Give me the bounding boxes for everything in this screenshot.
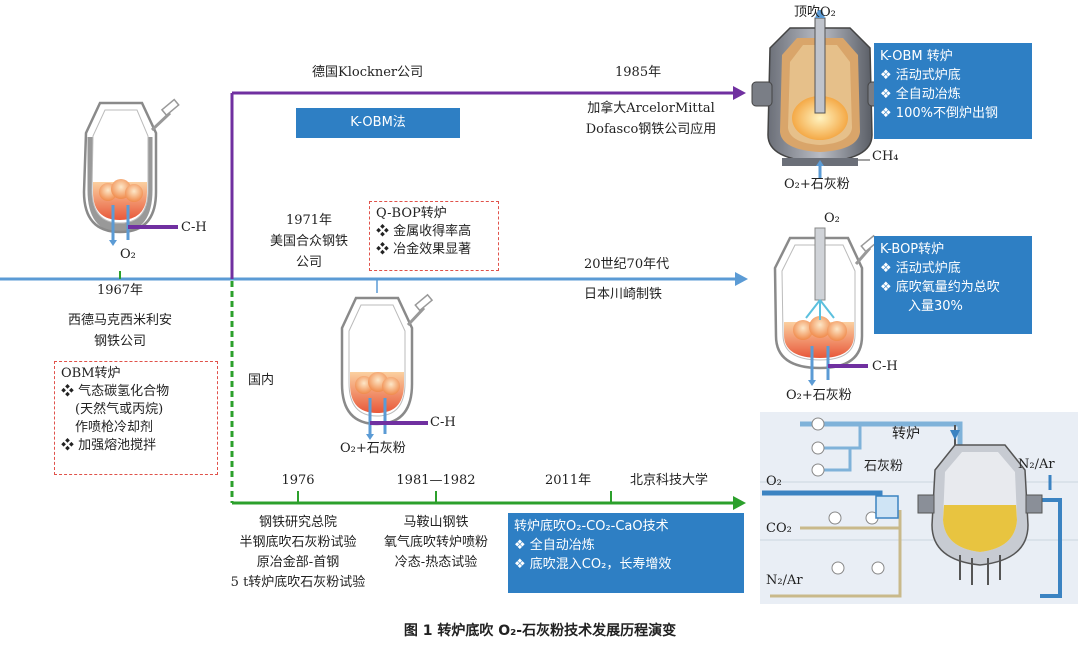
- text-1976-line: 半钢底吹石灰粉试验: [239, 535, 357, 550]
- qbop-box-title: Q-BOP转炉: [376, 206, 447, 221]
- kbop-box-item: ❖ 底吹氧量约为总吹: [880, 280, 1000, 295]
- text-1981-line: 冷态-热态试验: [394, 555, 478, 570]
- kbop-box-item: ❖ 活动式炉底: [880, 261, 961, 276]
- ustb-label: 北京科技大学: [630, 473, 709, 488]
- year-1981-1982: 1981—1982: [396, 473, 476, 488]
- kobm-box-item: ❖ 活动式炉底: [880, 68, 961, 83]
- year-1971: 1971年: [285, 213, 333, 228]
- maximilian-company-line2: 钢铁公司: [93, 334, 146, 349]
- kbop-bottom-label: O₂+石灰粉: [786, 388, 852, 403]
- kobm-info-box: K-OBM 转炉 ❖ 活动式炉底 ❖ 全自动冶炼 ❖ 100%不倒炉出钢: [874, 43, 1032, 139]
- schematic-co2-label: CO₂: [766, 521, 792, 536]
- us-steel-line1: 美国合众钢铁: [269, 234, 348, 249]
- year-1976: 1976: [281, 473, 315, 488]
- text-1981-line: 马鞍山钢铁: [403, 515, 469, 530]
- qbop-box-item: ❖ 金属收得率高: [376, 224, 472, 239]
- kbop-info-box: K-BOP转炉 ❖ 活动式炉底 ❖ 底吹氧量约为总吹 入量30%: [874, 236, 1032, 334]
- arcelormittal-line1: 加拿大ArcelorMittal: [587, 101, 715, 116]
- qbop-info-box: Q-BOP转炉 ❖ 金属收得率高 ❖ 冶金效果显著: [369, 201, 499, 271]
- ustb-box-title: 转炉底吹O₂-CO₂-CaO技术: [514, 519, 669, 534]
- kobm-top-o2-label: 顶吹O₂: [794, 5, 836, 20]
- figure-caption: 图 1 转炉底吹 O₂-石灰粉技术发展历程演变: [403, 623, 677, 639]
- domestic-label: 国内: [248, 373, 275, 388]
- kobm-box-item: ❖ 全自动冶炼: [880, 87, 961, 102]
- kobm-ch4-label: CH₄: [872, 149, 899, 164]
- text-1981-line: 氧气底吹转炉喷粉: [383, 535, 488, 550]
- text-1976-line: 钢铁研究总院: [258, 515, 337, 530]
- us-steel-line2: 公司: [295, 255, 322, 270]
- schematic-n2ar-left: N₂/Ar: [766, 573, 803, 588]
- main-timeline: [0, 271, 748, 293]
- obm-box-item: ❖ 加强熔池搅拌: [61, 438, 157, 453]
- klockner-company: 德国Klockner公司: [312, 65, 424, 80]
- obm-box-item: (天然气或丙烷): [75, 402, 164, 417]
- kobm-furnace-illustration: [751, 10, 889, 178]
- schematic-furnace-label: 转炉: [892, 426, 920, 442]
- obm-box-item: ❖ 气态碳氢化合物: [61, 384, 170, 399]
- year-2011: 2011年: [545, 473, 592, 488]
- kbop-box-title: K-BOP转炉: [880, 242, 945, 257]
- arcelormittal-line2: Dofasco钢铁公司应用: [585, 122, 717, 137]
- ustb-box-item: ❖ 底吹混入CO₂，长寿增效: [514, 557, 672, 572]
- kobm-method-label: K-OBM法: [296, 108, 460, 138]
- year-1985: 1985年: [615, 65, 662, 80]
- qbop-ch-label: C-H: [430, 415, 456, 430]
- kobm-bottom-label: O₂+石灰粉: [784, 177, 850, 192]
- qbop-furnace-illustration: [340, 293, 434, 440]
- maximilian-company-line1: 西德马克西米利安: [67, 313, 172, 328]
- kbop-ch-label: C-H: [872, 359, 898, 374]
- schematic-o2-label: O₂: [766, 474, 782, 489]
- qbop-box-item: ❖ 冶金效果显著: [376, 242, 472, 257]
- obm-furnace-illustration: [82, 98, 180, 246]
- kobm-box-title: K-OBM 转炉: [880, 49, 953, 64]
- obm-ch-label: C-H: [181, 220, 207, 235]
- kbop-era: 20世纪70年代: [584, 257, 670, 272]
- schematic-n2ar-right: N₂/Ar: [1018, 457, 1055, 472]
- kbop-box-item-cont: 入量30%: [908, 299, 963, 314]
- ustb-box-item: ❖ 全自动冶炼: [514, 538, 595, 553]
- kawasaki-company: 日本川崎制铁: [584, 287, 663, 302]
- schematic-lime-label: 石灰粉: [864, 459, 904, 474]
- obm-o2-label: O₂: [120, 247, 136, 262]
- text-1976-line: 原冶金部-首钢: [256, 555, 340, 570]
- text-1976-line: 5 t转炉底吹石灰粉试验: [230, 575, 366, 590]
- year-1967: 1967年: [96, 283, 144, 298]
- industrial-schematic: [760, 412, 1078, 604]
- domestic-branch: [230, 281, 746, 510]
- obm-box-item: 作喷枪冷却剂: [75, 420, 154, 435]
- qbop-bottom-label: O₂+石灰粉: [340, 441, 406, 456]
- kbop-top-o2-label: O₂: [824, 211, 840, 226]
- obm-info-box: OBM转炉 ❖ 气态碳氢化合物 (天然气或丙烷) 作喷枪冷却剂 ❖ 加强熔池搅拌: [54, 361, 218, 475]
- ustb-info-box: 转炉底吹O₂-CO₂-CaO技术 ❖ 全自动冶炼 ❖ 底吹混入CO₂，长寿增效: [508, 513, 744, 593]
- kobm-branch: [230, 86, 746, 279]
- kbop-furnace-illustration: [773, 227, 880, 386]
- kobm-box-item: ❖ 100%不倒炉出钢: [880, 106, 998, 121]
- obm-box-title: OBM转炉: [61, 366, 121, 381]
